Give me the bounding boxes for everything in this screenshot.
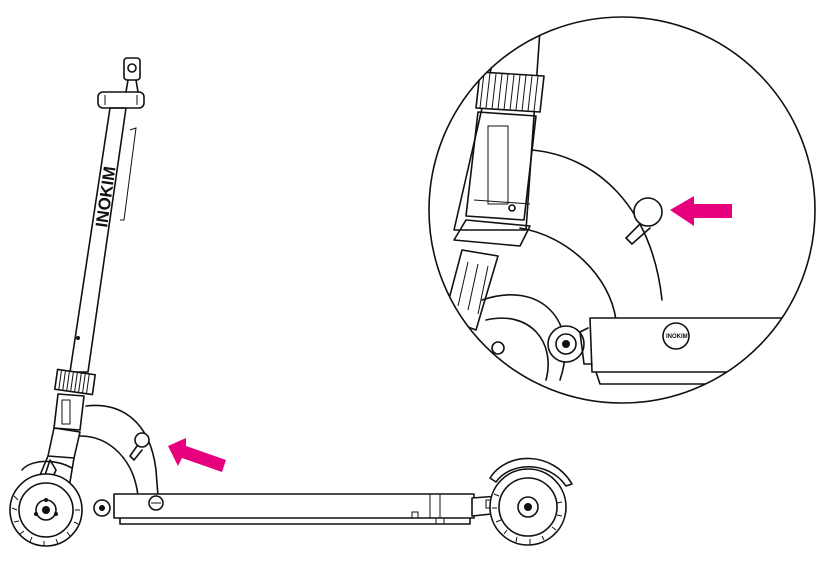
scooter-stem: INOKIM	[69, 107, 137, 373]
zoom-circle-border	[428, 16, 816, 404]
front-wheel	[9, 473, 83, 547]
zoom-arrow-icon	[670, 196, 732, 226]
scooter-deck	[113, 493, 475, 525]
scooter-drawing: INOKIM	[9, 57, 573, 547]
rear-wheel	[489, 457, 573, 546]
deck-pivot	[93, 499, 111, 517]
folding-lever-zoom	[625, 197, 663, 245]
zoom-badge-text: INOKIM	[666, 334, 688, 340]
stem-brand-text: INOKIM	[92, 165, 119, 228]
zoom-collar	[475, 71, 545, 113]
body-arc	[79, 404, 159, 497]
scooter-arrow-icon	[168, 438, 226, 472]
folding-collar	[53, 368, 97, 396]
folding-lever-small	[129, 432, 150, 461]
zoom-detail: INOKIM	[428, 16, 816, 404]
front-fender	[21, 460, 73, 471]
handlebar-clamp	[97, 57, 145, 109]
